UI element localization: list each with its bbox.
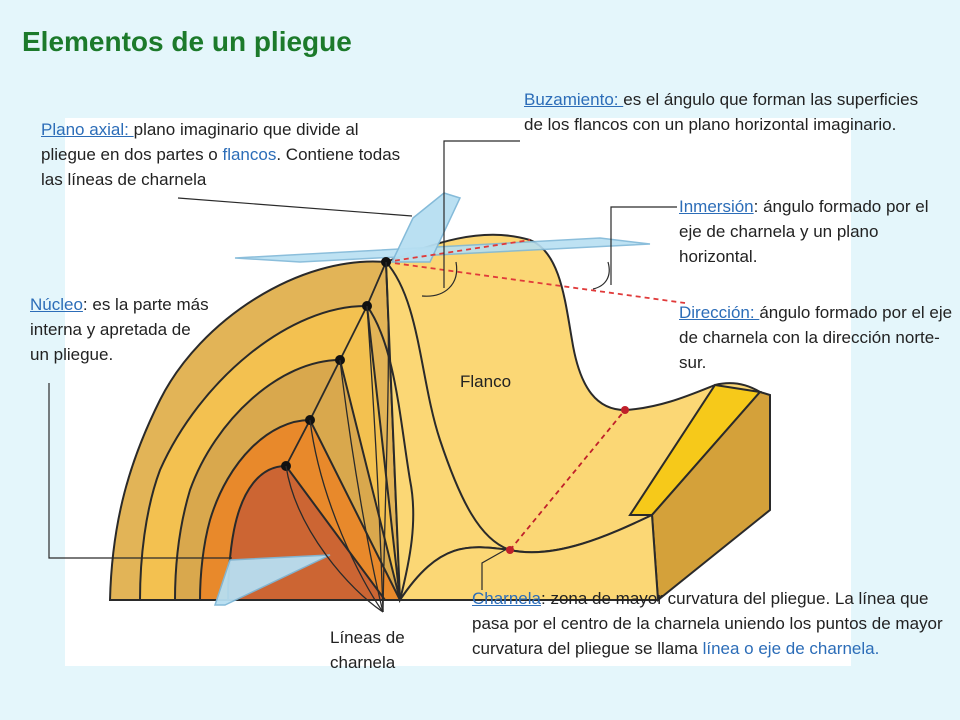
page-title: Elementos de un pliegue [22, 26, 352, 57]
buzamiento-arc [421, 261, 458, 297]
leader-inmersion [610, 206, 677, 285]
def-plano-axial-link: flancos [222, 145, 277, 164]
leader-charnela [481, 549, 506, 590]
inmersion-arc [592, 261, 610, 290]
term-inmersion: Inmersión [679, 197, 754, 216]
def-nucleo: : es la parte más interna y apretada de … [30, 295, 209, 364]
flank-band-2 [366, 305, 415, 601]
label-inmersion: Inmersión: ángulo formado por el eje de … [679, 194, 949, 269]
flank-band-1 [385, 261, 511, 551]
def-plano-axial-1: plano imaginario que divide al pliegue e… [41, 120, 359, 164]
hinge-lines-pointers [285, 261, 390, 613]
term-plano-axial: Plano axial: [41, 120, 134, 139]
charnela-point-high [621, 406, 629, 414]
label-plano-axial: Plano axial: plano imaginario que divide… [41, 117, 401, 192]
axial-plane-bottom [213, 554, 331, 606]
term-charnela: Charnela [472, 589, 541, 608]
label-lineas-charnela: Líneas de charnela [330, 628, 405, 672]
leader-nucleo [48, 383, 232, 559]
term-buzamiento: Buzamiento: [524, 90, 624, 109]
def-charnela-1: : zona de mayor curvatura del pliegue. L… [472, 589, 943, 658]
term-nucleo: Núcleo [30, 295, 83, 314]
side-block [650, 390, 771, 602]
def-plano-axial-2: . Contiene todas las líneas de charnela [41, 145, 401, 189]
hinge-line-top [385, 239, 531, 263]
charnela-axis-line [509, 409, 626, 551]
def-charnela-link: línea o eje de charnela. [702, 639, 880, 658]
label-flanco: Flanco [460, 372, 512, 391]
label-nucleo: Núcleo: es la parte más interna y apreta… [30, 292, 210, 367]
def-direccion: ángulo formado por el eje de charnela co… [679, 303, 953, 372]
leader-lines [48, 140, 677, 590]
leader-buzamiento [443, 140, 520, 288]
label-direccion: Dirección: ángulo formado por el eje de … [679, 300, 954, 375]
charnela-point-low [506, 546, 514, 554]
axial-plane-top [390, 192, 462, 263]
def-buzamiento: es el ángulo que forman las superficies … [524, 90, 919, 134]
def-inmersion: : ángulo formado por el eje de charnela … [679, 197, 929, 266]
leader-plano-axial [177, 197, 413, 217]
label-buzamiento: Buzamiento: es el ángulo que forman las … [524, 87, 924, 137]
horizontal-plane [234, 237, 651, 263]
label-charnela: Charnela: zona de mayor curvatura del pl… [472, 586, 957, 661]
term-direccion: Dirección: [679, 303, 760, 322]
